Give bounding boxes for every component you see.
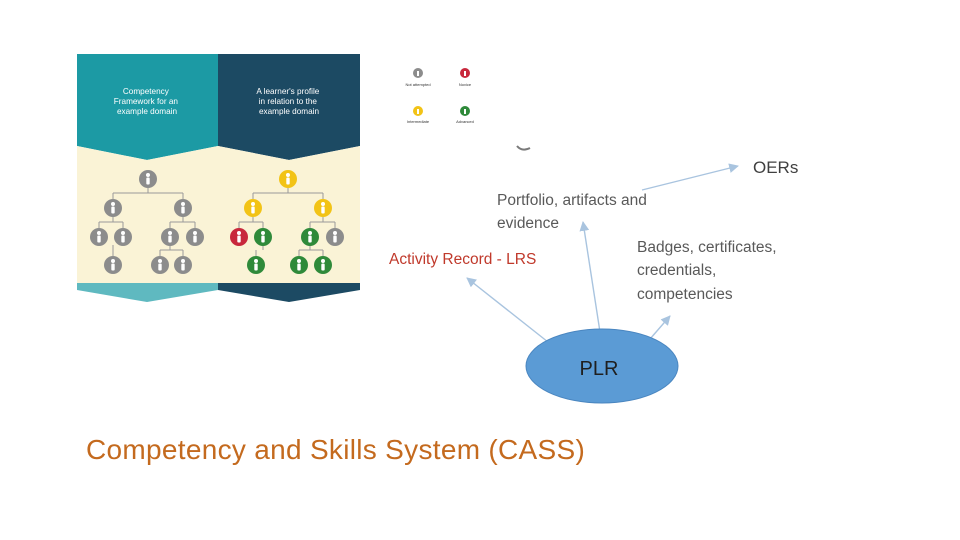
proficiency-legend: Not attempted Novice Intermediate Advanc… bbox=[405, 68, 474, 124]
framework-tree-lines bbox=[98, 188, 196, 256]
framework-panel-right: A learner's profile in relation to the e… bbox=[218, 54, 360, 302]
cropped-glyph bbox=[516, 145, 531, 151]
oers-label: OERs bbox=[753, 158, 798, 177]
person-icon bbox=[174, 256, 192, 274]
person-icon bbox=[139, 170, 157, 188]
person-icon bbox=[247, 256, 265, 274]
badges-label: Badges, certificates, credentials, compe… bbox=[637, 239, 781, 303]
person-icon bbox=[301, 228, 319, 246]
person-icon bbox=[290, 256, 308, 274]
competency-framework-image: Competency Framework for an example doma… bbox=[77, 54, 360, 302]
person-icon bbox=[161, 228, 179, 246]
framework-header-line: Competency bbox=[123, 87, 170, 96]
person-icon bbox=[244, 199, 262, 217]
portfolio-label: Portfolio, artifacts and evidence bbox=[497, 192, 651, 232]
person-icon bbox=[114, 228, 132, 246]
arrow-to-activity-record bbox=[466, 277, 549, 343]
person-icon bbox=[326, 228, 344, 246]
framework-header-line: Framework for an bbox=[114, 97, 179, 106]
arrow-to-oers bbox=[641, 163, 739, 191]
legend-item-advanced: Advanced bbox=[456, 106, 474, 124]
plr-label: PLR bbox=[580, 358, 619, 380]
legend-label: Novice bbox=[459, 82, 472, 87]
person-icon bbox=[230, 228, 248, 246]
plr-ellipse bbox=[525, 328, 679, 404]
framework-nodes bbox=[90, 170, 204, 274]
legend-item-novice: Novice bbox=[459, 68, 472, 87]
arrow-to-portfolio bbox=[579, 221, 601, 333]
arrow-to-badges bbox=[649, 315, 671, 340]
person-icon bbox=[314, 199, 332, 217]
slide-title: Competency and Skills System (CASS) bbox=[86, 434, 586, 465]
svg-text:Competency Framework f: Competency Framework for an example doma… bbox=[114, 87, 180, 116]
person-icon bbox=[151, 256, 169, 274]
profile-nodes bbox=[230, 170, 344, 274]
legend-label: Advanced bbox=[456, 119, 474, 124]
svg-text:A learner's profile in: A learner's profile in relation to the e… bbox=[256, 87, 321, 116]
person-icon bbox=[104, 199, 122, 217]
legend-label: Not attempted bbox=[405, 82, 430, 87]
person-icon bbox=[279, 170, 297, 188]
legend-item-not-attempted: Not attempted bbox=[405, 68, 431, 87]
legend-item-intermediate: Intermediate bbox=[407, 106, 430, 124]
activity-record-label: Activity Record - LRS bbox=[389, 251, 536, 268]
profile-header-line: A learner's profile bbox=[256, 87, 319, 96]
person-icon bbox=[174, 199, 192, 217]
framework-header-line: example domain bbox=[117, 107, 178, 116]
person-icon bbox=[90, 228, 108, 246]
plr-diagram: OERs Portfolio, artifacts and evidence A… bbox=[389, 158, 798, 404]
legend-label: Intermediate bbox=[407, 119, 430, 124]
person-icon bbox=[104, 256, 122, 274]
profile-header-line: in relation to the bbox=[259, 97, 318, 106]
person-icon bbox=[254, 228, 272, 246]
person-icon bbox=[314, 256, 332, 274]
profile-header-line: example domain bbox=[259, 107, 320, 116]
person-icon bbox=[186, 228, 204, 246]
